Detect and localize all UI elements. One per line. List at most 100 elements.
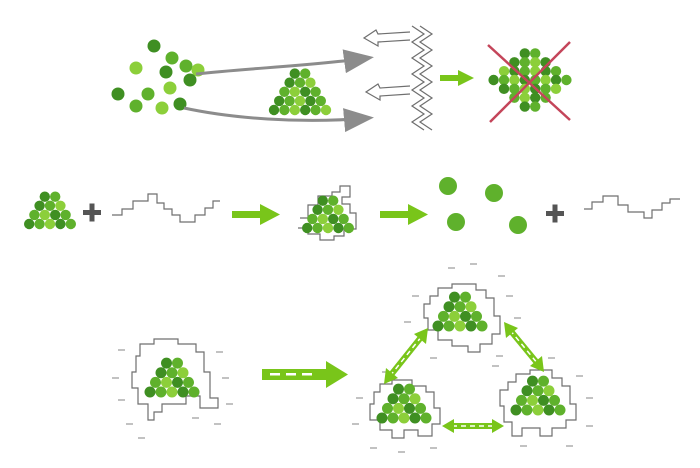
hollow-arrow-lower [364, 83, 411, 102]
particle [34, 200, 45, 211]
particle [289, 86, 300, 98]
coated-pile-lower-right [499, 369, 577, 437]
particle [179, 59, 193, 73]
red-x-icon [487, 41, 571, 123]
particle [34, 218, 45, 230]
particle-diamond [488, 48, 572, 112]
particle [519, 48, 530, 59]
particle [294, 95, 306, 107]
plus-icon [83, 203, 101, 222]
particle [60, 209, 71, 221]
particle [24, 218, 35, 230]
particle [333, 204, 344, 215]
particle [55, 218, 66, 230]
particle [39, 191, 50, 202]
wrapping-outline [298, 185, 357, 241]
particle [177, 386, 189, 398]
zigzag-barrier-right [418, 25, 434, 131]
particle [530, 74, 541, 86]
particle [141, 87, 155, 101]
particle [50, 191, 61, 202]
particle [409, 412, 421, 424]
particle [165, 51, 179, 65]
particle [498, 83, 510, 95]
particle [312, 204, 323, 215]
particle [333, 222, 344, 234]
particle [465, 301, 477, 313]
particle [289, 104, 300, 116]
particle [300, 104, 311, 116]
particle [328, 213, 339, 225]
particle-pile [268, 68, 332, 116]
particle [300, 68, 311, 79]
stepped-surface [112, 193, 220, 223]
particle [183, 73, 197, 87]
particle [465, 320, 477, 332]
particle [274, 95, 285, 107]
particle [29, 209, 40, 221]
curved-arrow-lower [183, 106, 374, 133]
particle [540, 83, 551, 95]
particle [530, 57, 541, 68]
particle [527, 375, 538, 387]
particle [305, 77, 316, 88]
particle [521, 385, 533, 397]
green-arrow-icon [232, 204, 280, 225]
plus-icon [546, 204, 564, 223]
particle [420, 412, 432, 424]
particle [166, 386, 178, 398]
particle [376, 412, 388, 424]
particle [543, 404, 555, 416]
green-arrow-icon [440, 70, 474, 86]
particle [129, 99, 143, 113]
particle [454, 301, 466, 313]
double-headed-arrow-icon [384, 328, 428, 384]
particle [532, 404, 544, 416]
particle [393, 402, 404, 414]
particle [387, 412, 399, 424]
particle [404, 383, 415, 395]
particle [129, 61, 143, 75]
particle [268, 104, 280, 116]
free-particles-cluster [111, 39, 205, 115]
coating-outline [499, 369, 577, 437]
particle [449, 310, 460, 322]
particle [382, 402, 393, 414]
particle [320, 104, 332, 116]
top-panel [111, 25, 572, 133]
particle [172, 357, 183, 369]
stepped-surface [584, 195, 680, 219]
particle [393, 383, 404, 395]
particle [343, 222, 354, 234]
particle [315, 95, 326, 107]
particle [39, 209, 50, 221]
particle [509, 57, 520, 68]
particle [550, 65, 562, 77]
particle [438, 310, 449, 322]
particle [509, 74, 520, 86]
particle [183, 376, 194, 388]
particle [305, 95, 316, 107]
particle [155, 386, 167, 398]
particle [163, 81, 177, 95]
particle [144, 386, 156, 398]
particle [155, 367, 167, 379]
particle [284, 95, 295, 107]
particle [554, 404, 566, 416]
particle [530, 92, 541, 103]
particle [328, 195, 339, 206]
particle [322, 204, 334, 215]
particle [550, 74, 562, 86]
particle [415, 402, 426, 414]
particle [443, 320, 455, 332]
particle [159, 65, 173, 79]
particle [449, 291, 460, 303]
particle [460, 310, 471, 322]
particle [161, 357, 172, 369]
coated-pile-left [112, 338, 233, 439]
particle [387, 393, 399, 405]
particle [527, 394, 538, 406]
coating-outline [131, 338, 219, 421]
hollow-arrow-upper [362, 29, 411, 48]
particle [471, 310, 482, 322]
